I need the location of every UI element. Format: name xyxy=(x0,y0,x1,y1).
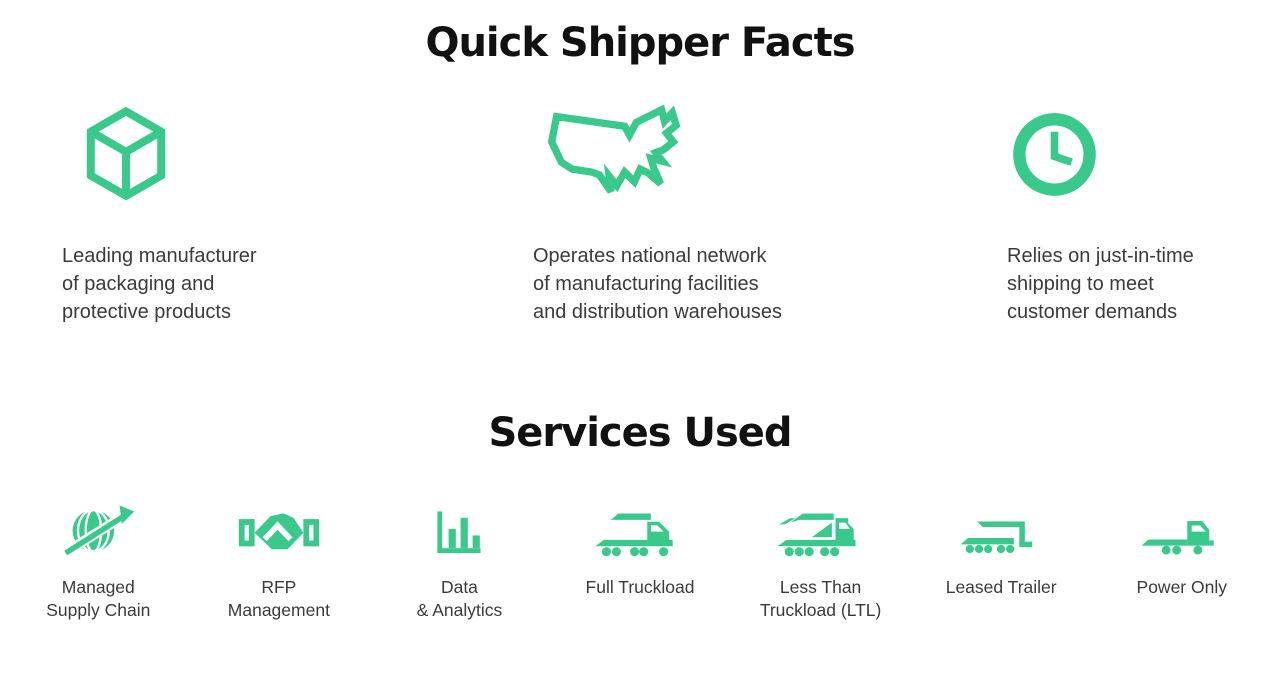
fact-icon-box xyxy=(539,88,1007,220)
truck-icon xyxy=(595,513,673,557)
fact-line: shipping to meet xyxy=(1007,273,1154,295)
fact-line: Operates national network xyxy=(533,245,767,267)
power-only-truck-icon xyxy=(1141,521,1214,555)
ltl-truck-icon xyxy=(777,513,856,557)
service-icon-box xyxy=(911,492,1092,560)
service-label-line: Management xyxy=(227,600,330,620)
service-label: Full Truckload xyxy=(550,576,731,599)
fact-line: and distribution warehouses xyxy=(533,301,783,323)
service-label: Power Only xyxy=(1091,576,1272,599)
service-label: Leased Trailer xyxy=(911,576,1092,599)
service-label-line: Full Truckload xyxy=(585,577,695,597)
fact-line: of packaging and xyxy=(62,273,215,295)
service-label-line: RFP xyxy=(261,577,297,597)
services-title: Services Used xyxy=(488,410,792,456)
fact-line: protective products xyxy=(62,301,231,323)
service-item-rfp-management: RFP Management xyxy=(189,492,370,622)
service-icon-box xyxy=(8,492,189,560)
service-icon-box xyxy=(369,492,550,560)
service-label-line: Managed xyxy=(61,577,135,597)
service-icon-box xyxy=(730,492,911,560)
facts-row: Leading manufacturer of packaging and pr… xyxy=(0,88,1280,326)
usa-map-icon xyxy=(547,103,681,194)
services-row: Managed Supply Chain RFP Management xyxy=(0,492,1280,622)
fact-icon-box xyxy=(82,88,533,220)
bar-chart-icon xyxy=(437,511,482,553)
service-item-leased-trailer: Leased Trailer xyxy=(911,492,1092,622)
service-label: Data & Analytics xyxy=(369,576,550,622)
service-item-ltl: Less Than Truckload (LTL) xyxy=(730,492,911,622)
fact-icon-box xyxy=(1007,88,1280,220)
globe-arrow-icon xyxy=(64,505,135,556)
service-label-line: Leased Trailer xyxy=(945,577,1057,597)
service-label-line: Data xyxy=(440,577,478,597)
service-label: Managed Supply Chain xyxy=(8,576,189,622)
service-icon-box xyxy=(550,492,731,560)
service-label: RFP Management xyxy=(189,576,370,622)
fact-text: Operates national network of manufacturi… xyxy=(533,242,1007,326)
fact-item-manufacturer: Leading manufacturer of packaging and pr… xyxy=(62,88,533,326)
fact-line: of manufacturing facilities xyxy=(533,273,759,295)
service-icon-box xyxy=(1091,492,1272,560)
service-icon-box xyxy=(189,492,370,560)
fact-text: Relies on just-in-time shipping to meet … xyxy=(1007,242,1280,326)
fact-line: Relies on just-in-time xyxy=(1007,245,1194,267)
fact-item-just-in-time: Relies on just-in-time shipping to meet … xyxy=(1007,88,1280,326)
service-item-data-analytics: Data & Analytics xyxy=(369,492,550,622)
cube-icon xyxy=(86,106,166,200)
fact-line: customer demands xyxy=(1007,301,1178,323)
fact-line: Leading manufacturer xyxy=(62,245,257,267)
service-label-line: Truckload (LTL) xyxy=(759,600,882,620)
service-item-managed-supply-chain: Managed Supply Chain xyxy=(8,492,189,622)
fact-text: Leading manufacturer of packaging and pr… xyxy=(62,242,533,326)
service-item-power-only: Power Only xyxy=(1091,492,1272,622)
clock-icon xyxy=(1013,112,1096,196)
service-item-full-truckload: Full Truckload xyxy=(550,492,731,622)
service-label-line: Power Only xyxy=(1136,577,1227,597)
service-label-line: & Analytics xyxy=(416,600,503,620)
service-label-line: Supply Chain xyxy=(46,600,151,620)
service-label: Less Than Truckload (LTL) xyxy=(730,576,911,622)
fact-item-network: Operates national network of manufacturi… xyxy=(533,88,1007,326)
page-title: Quick Shipper Facts xyxy=(425,20,855,66)
handshake-icon xyxy=(238,513,319,550)
service-label-line: Less Than xyxy=(779,577,862,597)
trailer-icon xyxy=(960,521,1033,554)
